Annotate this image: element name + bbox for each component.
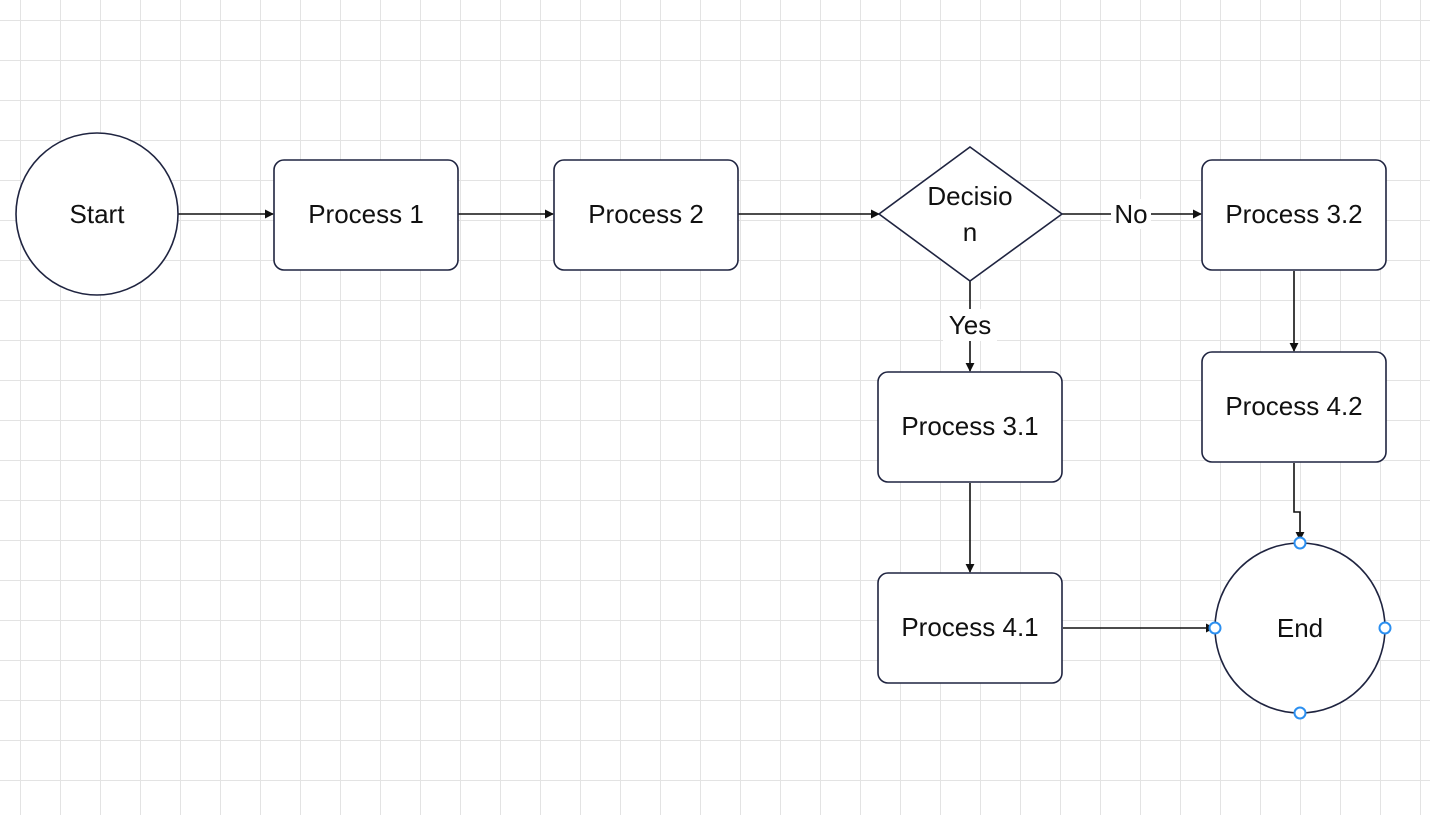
edge-label-no: No [1114,199,1147,229]
process-3-1-label: Process 3.1 [901,411,1038,441]
edge-label-no-bg [1111,199,1151,229]
end-node[interactable]: End [1208,536,1392,720]
edge-process-4-2-to-end[interactable] [1293,463,1305,541]
process-4-1-label: Process 4.1 [901,612,1038,642]
process-1-box [273,159,459,271]
start-circle [15,132,179,296]
process-4-1-box [877,572,1063,684]
end-label: End [1277,613,1323,643]
start-node[interactable]: Start [15,132,179,296]
process-1-node[interactable]: Process 1 [273,159,459,271]
process-3-2-node[interactable]: Process 3.2 [1201,159,1387,271]
decision-label-line-2: n [963,217,977,247]
start-label: Start [70,199,126,229]
process-4-2-box [1201,351,1387,463]
end-connection-handle-right[interactable] [1378,621,1392,635]
process-1-label: Process 1 [308,199,424,229]
process-3-1-node[interactable]: Process 3.1 [877,371,1063,483]
process-2-label: Process 2 [588,199,704,229]
process-4-2-node[interactable]: Process 4.2 [1201,351,1387,463]
decision-node[interactable]: Decisio n [877,146,1064,282]
end-connection-handle-top[interactable] [1293,536,1307,550]
process-3-2-box [1201,159,1387,271]
end-connection-handle-left[interactable] [1208,621,1222,635]
edge-label-yes: Yes [949,310,991,340]
decision-diamond [877,146,1064,282]
process-4-2-label: Process 4.2 [1225,391,1362,421]
decision-label-line-1: Decisio [927,181,1012,211]
process-3-2-label: Process 3.2 [1225,199,1362,229]
process-4-1-node[interactable]: Process 4.1 [877,572,1063,684]
process-2-box [553,159,739,271]
edge-label-yes-bg [943,309,997,341]
process-2-node[interactable]: Process 2 [553,159,739,271]
process-3-1-box [877,371,1063,483]
end-connection-handle-bottom[interactable] [1293,706,1307,720]
